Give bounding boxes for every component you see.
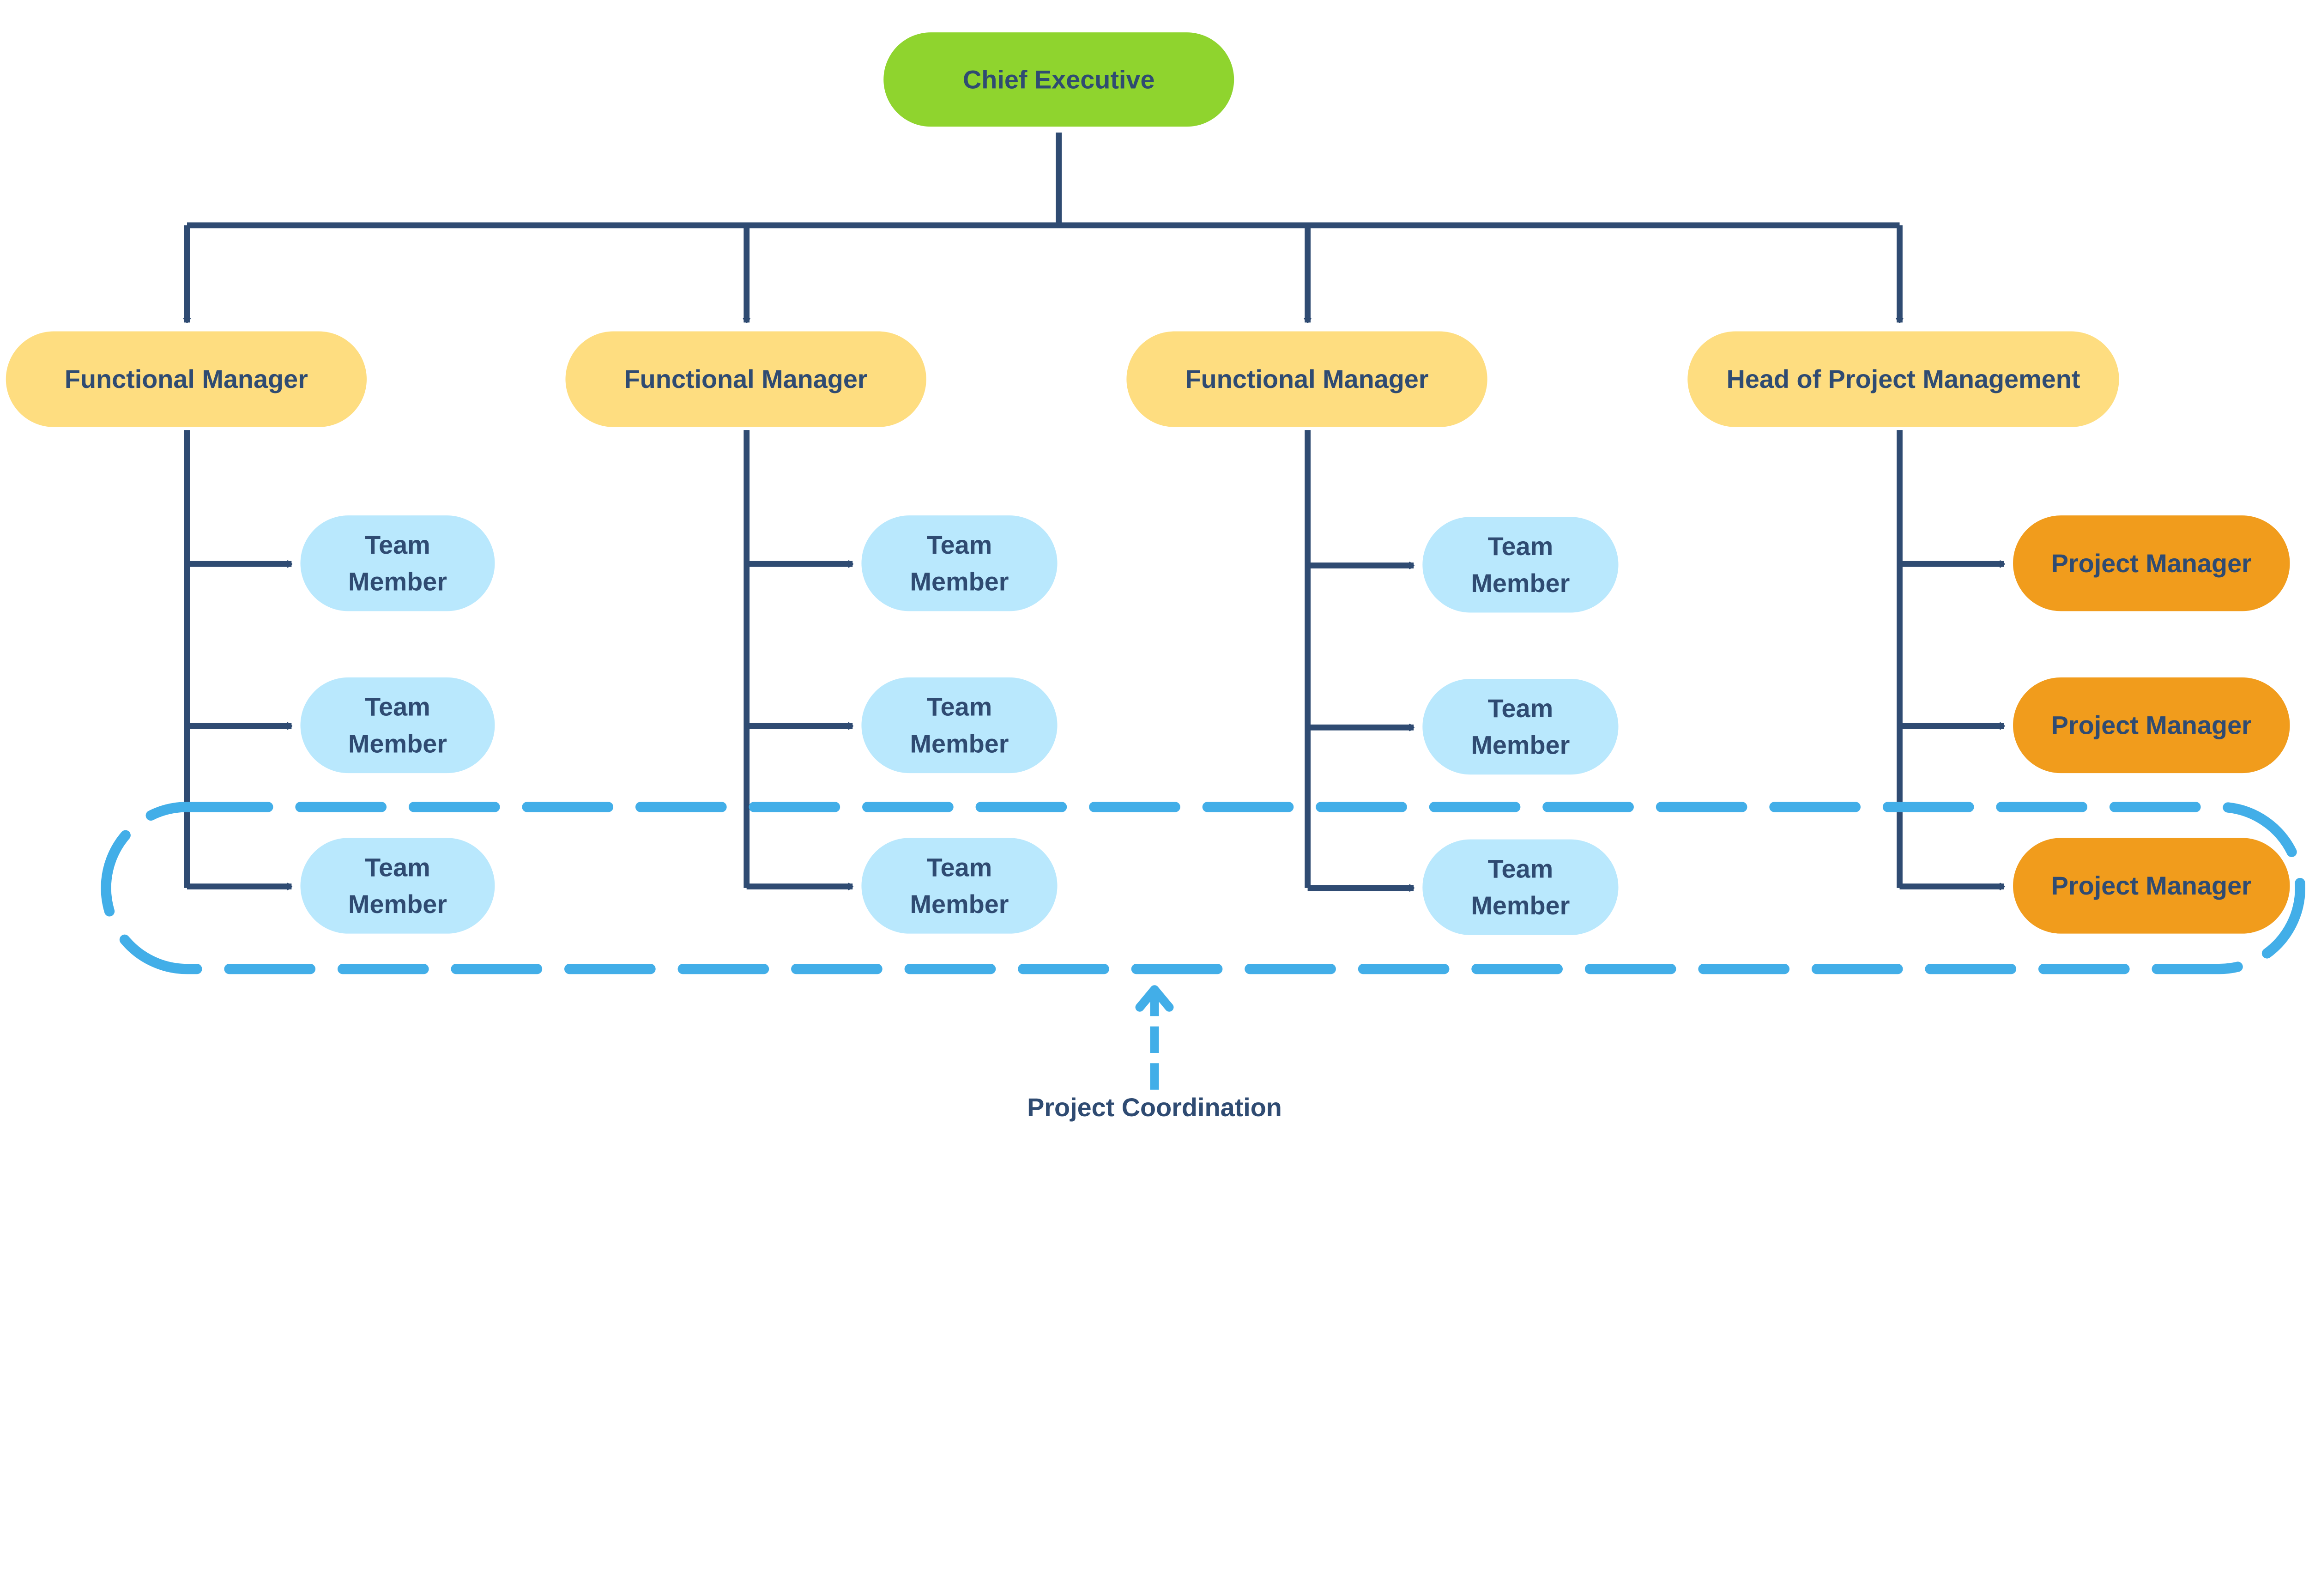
team-member-node-1-2-label: Member xyxy=(348,729,447,758)
team-member-node-2-2-shape xyxy=(861,677,1058,774)
team-member-node-1-2-shape xyxy=(300,677,495,774)
project-coordination-label: Project Coordination xyxy=(1027,1093,1282,1122)
team-member-node-2-1-label: Team xyxy=(927,530,992,559)
chief-executive-node: Chief Executive xyxy=(883,32,1234,127)
project-manager-node-4-2-label: Project Manager xyxy=(2051,711,2252,740)
team-member-node-3-2-label: Member xyxy=(1471,731,1570,760)
team-member-node-2-3-shape xyxy=(861,838,1058,934)
manager-node-2-label: Functional Manager xyxy=(624,364,868,393)
team-member-node-1-2-label: Team xyxy=(365,692,430,721)
chief-executive-node-label: Chief Executive xyxy=(963,65,1155,94)
team-member-node-3-1-label: Member xyxy=(1471,568,1570,598)
team-member-node-2-3-label: Member xyxy=(910,889,1009,919)
team-member-node-3-2-label: Team xyxy=(1488,694,1553,723)
manager-node-1: Functional Manager xyxy=(6,331,367,427)
project-manager-node-4-2-shape xyxy=(2013,677,2290,774)
project-manager-node-4-3-label: Project Manager xyxy=(2051,871,2252,900)
project-manager-node-4-1-label: Project Manager xyxy=(2051,549,2252,578)
team-member-node-1-1-label: Team xyxy=(365,530,430,559)
manager-node-2-shape xyxy=(565,331,926,427)
team-member-node-2-2-label: Member xyxy=(910,729,1009,758)
team-member-node-1-1-shape xyxy=(300,515,495,611)
manager-node-3-label: Functional Manager xyxy=(1185,364,1429,393)
project-manager-node-4-1-shape xyxy=(2013,515,2290,611)
team-member-node-3-3-shape xyxy=(1422,839,1619,935)
chief-executive-node-shape xyxy=(883,32,1234,127)
manager-node-1-label: Functional Manager xyxy=(65,364,308,393)
team-member-node-1-1-label: Member xyxy=(348,567,447,596)
project-manager-node-4-3-shape xyxy=(2013,838,2290,934)
team-member-node-2-1-label: Member xyxy=(910,567,1009,596)
team-member-node-3-3-label: Member xyxy=(1471,891,1570,920)
team-member-node-3-1-shape xyxy=(1422,517,1619,613)
team-member-node-3-2-shape xyxy=(1422,679,1619,775)
manager-node-3: Functional Manager xyxy=(1126,331,1487,427)
team-member-node-3-3-label: Team xyxy=(1488,854,1553,883)
team-member-node-1-3-label: Member xyxy=(348,889,447,919)
team-member-node-3-1-label: Team xyxy=(1488,532,1553,561)
manager-node-4-shape xyxy=(1687,331,2119,427)
manager-node-4: Head of Project Management xyxy=(1687,331,2119,427)
project-manager-node-4-2: Project Manager xyxy=(2013,677,2290,774)
project-manager-node-4-3: Project Manager xyxy=(2013,838,2290,934)
project-manager-node-4-1: Project Manager xyxy=(2013,515,2290,611)
team-member-node-2-2-label: Team xyxy=(927,692,992,721)
team-member-node-1-3-shape xyxy=(300,838,495,934)
manager-node-2: Functional Manager xyxy=(565,331,926,427)
manager-node-4-label: Head of Project Management xyxy=(1727,364,2080,393)
project-coordination-loop xyxy=(101,802,2306,974)
team-member-node-2-1-shape xyxy=(861,515,1058,611)
manager-node-3-shape xyxy=(1126,331,1487,427)
arrow-up-head xyxy=(1135,985,1174,1012)
manager-node-1-shape xyxy=(6,331,367,427)
team-member-node-2-3-label: Team xyxy=(927,852,992,882)
team-member-node-1-3-label: Team xyxy=(365,852,430,882)
